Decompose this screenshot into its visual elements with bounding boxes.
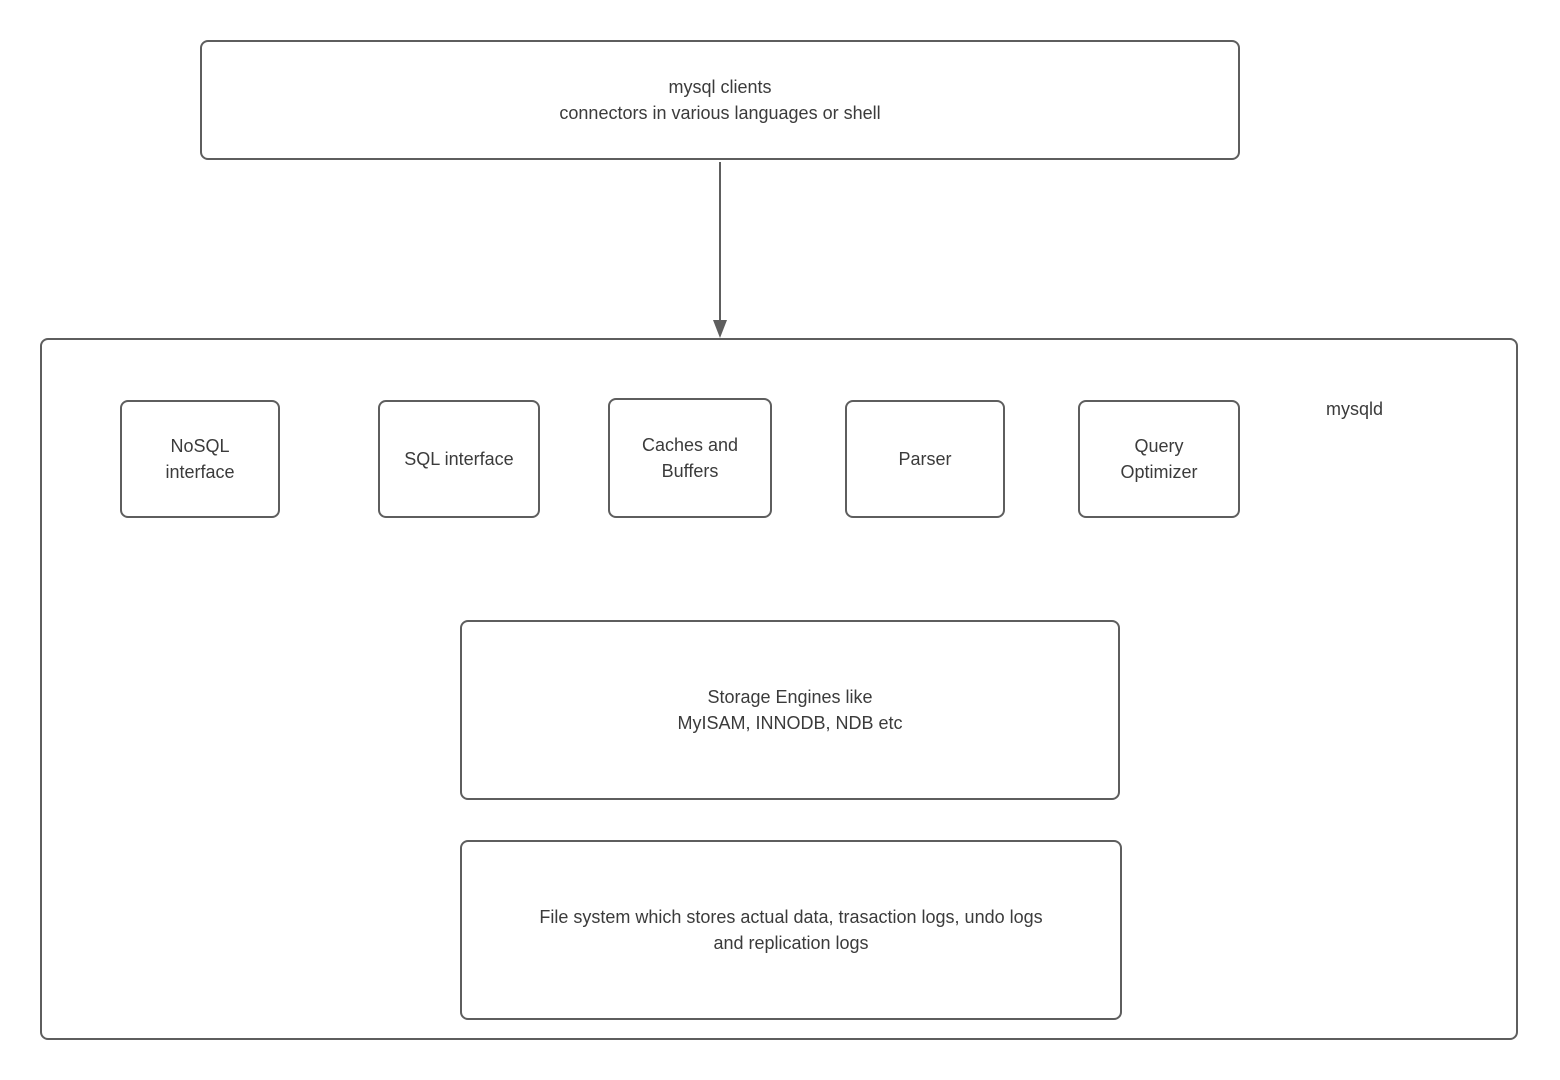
- node-parser: Parser: [845, 400, 1005, 518]
- node-mysql-clients: mysql clients connectors in various lang…: [200, 40, 1240, 160]
- node-query-optimizer-label: Query Optimizer: [1120, 436, 1198, 482]
- node-file-system: File system which stores actual data, tr…: [460, 840, 1122, 1020]
- node-file-system-label: File system which stores actual data, tr…: [539, 907, 1043, 953]
- node-mysql-clients-label: mysql clients connectors in various lang…: [559, 77, 881, 123]
- connector-arrow-down: [713, 162, 727, 338]
- node-nosql-interface: NoSQL interface: [120, 400, 280, 518]
- node-sql-interface-label: SQL interface: [404, 449, 514, 469]
- container-mysqld-label: mysqld: [1326, 399, 1384, 419]
- node-caches-and-buffers-label: Caches and Buffers: [641, 435, 739, 481]
- node-query-optimizer: Query Optimizer: [1078, 400, 1240, 518]
- node-storage-engines-label: Storage Engines like MyISAM, INNODB, NDB…: [677, 687, 903, 733]
- node-caches-and-buffers: Caches and Buffers: [608, 398, 772, 518]
- node-storage-engines: Storage Engines like MyISAM, INNODB, NDB…: [460, 620, 1120, 800]
- node-parser-label: Parser: [898, 449, 952, 469]
- node-nosql-interface-label: NoSQL interface: [165, 436, 235, 482]
- node-sql-interface: SQL interface: [378, 400, 540, 518]
